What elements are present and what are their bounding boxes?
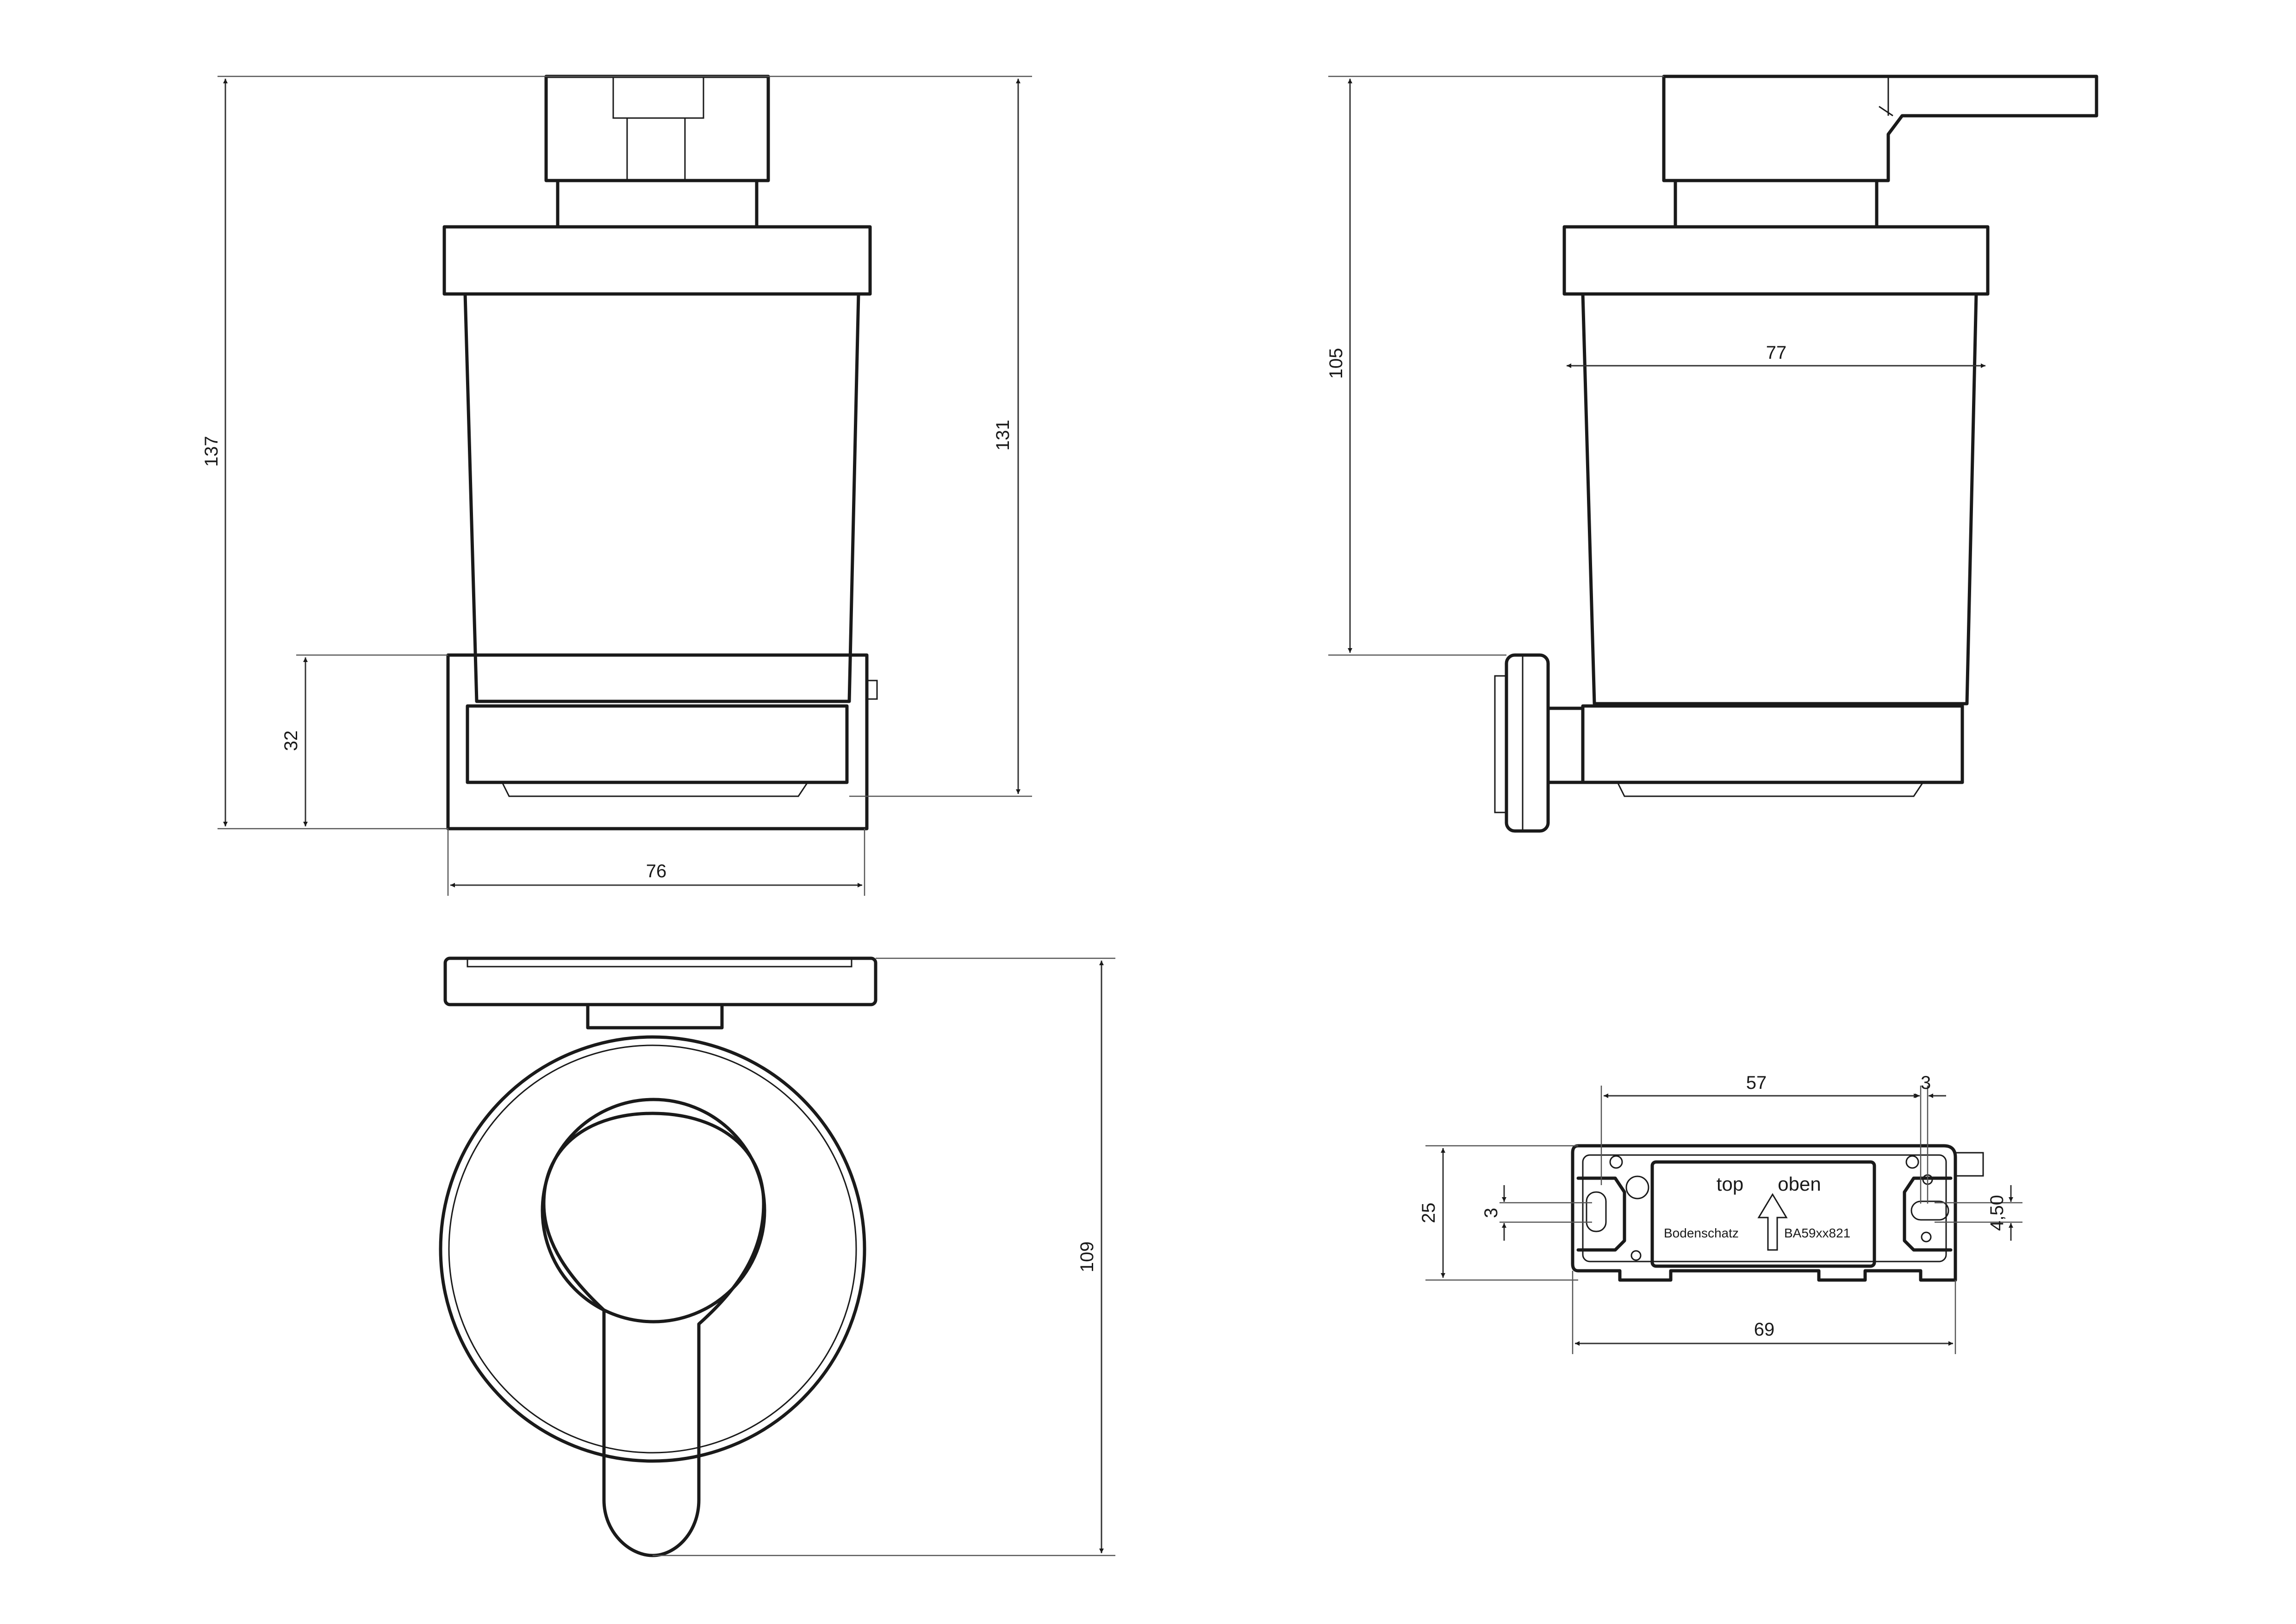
plate-code: BA59xx821 — [1784, 1226, 1850, 1240]
collar-top — [443, 956, 877, 1006]
left-mounting-slot — [1586, 1191, 1607, 1232]
front-view-dimensions: 137 131 32 76 — [201, 75, 1032, 896]
wall-bracket — [446, 653, 869, 831]
top-view-dimensions: 109 — [653, 957, 1115, 1556]
mounting-plate: top oben Bodenschatz BA59xx821 — [1571, 1144, 1984, 1282]
plate-label-box — [1650, 1160, 1876, 1268]
lever-handle — [542, 1112, 765, 1557]
plate-label-oben: oben — [1778, 1173, 1821, 1195]
collar — [442, 225, 872, 296]
dim-slot-height: 4,50 — [1987, 1195, 2007, 1231]
dim-base-width: 76 — [646, 861, 667, 881]
plate-screw-hole — [1625, 1175, 1649, 1199]
dim-body-height: 131 — [993, 420, 1013, 451]
plate-brand: Bodenschatz — [1664, 1226, 1739, 1240]
front-view — [442, 75, 878, 831]
dim-side-height: 105 — [1326, 348, 1346, 379]
up-arrow-icon — [1757, 1193, 1788, 1251]
rosette-circle — [439, 1035, 866, 1463]
dim-plate-width: 69 — [1754, 1319, 1775, 1340]
collar-side — [1562, 225, 1990, 296]
holder-ring-side — [1581, 704, 1964, 784]
inner-circle — [541, 1098, 766, 1324]
glass-container — [463, 292, 860, 703]
right-mounting-slot — [1910, 1200, 1949, 1221]
dim-overall-height: 137 — [201, 436, 222, 467]
side-view-dimensions: 105 77 — [1326, 75, 1985, 656]
neck-top — [586, 1003, 724, 1030]
top-view — [439, 956, 877, 1557]
wall-rosette — [1505, 653, 1550, 833]
dim-glass-width: 77 — [1766, 343, 1787, 363]
pump-head-side — [1662, 75, 2098, 182]
side-view — [1494, 75, 2098, 833]
neck-side — [1674, 179, 1879, 229]
neck — [556, 179, 759, 229]
glass-side — [1581, 292, 1978, 706]
plate-dimensions: 57 3 25 3 4,50 69 — [1419, 1073, 2022, 1354]
dim-plate-offset: 3 — [1921, 1073, 1931, 1093]
pump-head — [544, 75, 770, 182]
dim-top-depth: 109 — [1077, 1242, 1097, 1273]
dim-plate-height: 25 — [1419, 1203, 1439, 1224]
dim-hole-spacing: 57 — [1746, 1073, 1767, 1093]
dim-slot-width: 3 — [1481, 1208, 1501, 1218]
plate-label-top: top — [1717, 1173, 1743, 1195]
dim-base-height: 32 — [281, 731, 301, 751]
holder-ring — [466, 704, 849, 784]
plate-outline — [1571, 1144, 1957, 1282]
